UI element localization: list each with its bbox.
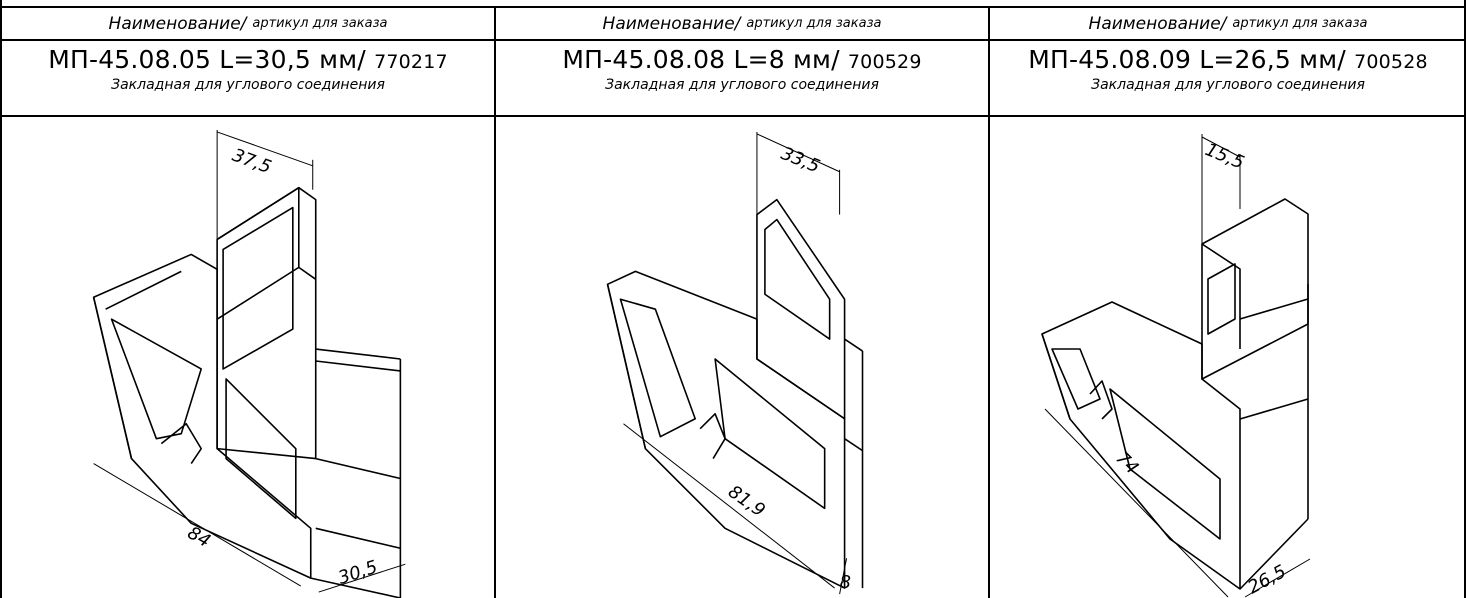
profile-cavity — [222, 206, 294, 370]
header-label: Наименование/ — [108, 13, 247, 34]
dimension-width: 8 — [840, 572, 851, 593]
profile-outline — [1201, 198, 1309, 380]
profile-outline — [606, 270, 846, 589]
product-title-block: МП-45.08.08 L=8 мм/ 700529 Закладная для… — [496, 41, 988, 117]
product-column-2: Наименование/ артикул для заказа МП-45.0… — [496, 8, 990, 598]
profile-rib — [1239, 398, 1309, 420]
profile-cavity — [1051, 348, 1101, 410]
dimension-line — [93, 463, 302, 587]
drawing-svg: 15,5 74 26,5 — [1041, 134, 1311, 598]
profile-edge — [1089, 380, 1113, 420]
top-strip — [2, 0, 1464, 8]
product-title-block: МП-45.08.09 L=26,5 мм/ 700528 Закладная … — [990, 41, 1466, 117]
profile-cavity — [225, 378, 297, 520]
product-column-3: Наименование/ артикул для заказа МП-45.0… — [990, 8, 1466, 598]
profile-rib — [1239, 298, 1309, 320]
drawing-svg: 33,5 81,9 8 — [606, 131, 864, 595]
profile-rib — [315, 527, 401, 550]
profile-edge — [1239, 518, 1309, 590]
profile-outline — [756, 198, 846, 420]
profile-edge — [105, 270, 182, 310]
technical-drawing: 37,5 — [2, 119, 494, 598]
product-code: МП-45.08.08 L=8 мм/ — [562, 45, 840, 74]
header-sublabel: артикул для заказа — [1232, 16, 1368, 31]
profile-edge — [1201, 243, 1241, 349]
dimension-length: 84 — [184, 522, 214, 552]
dimension-line — [216, 131, 313, 167]
profile-rib — [844, 338, 863, 352]
article-number: 700528 — [1354, 51, 1428, 73]
product-title: МП-45.08.05 L=30,5 мм/ 770217 — [2, 41, 494, 74]
dimension-line — [839, 558, 848, 595]
profile-edge — [310, 577, 401, 598]
header-label: Наименование/ — [602, 13, 741, 34]
header-label: Наименование/ — [1088, 13, 1227, 34]
profile-cavity — [764, 218, 831, 340]
profile-rib — [844, 438, 863, 452]
product-title: МП-45.08.08 L=8 мм/ 700529 — [496, 41, 988, 74]
dimension-length: 81,9 — [724, 481, 769, 521]
profile-cavity — [110, 318, 202, 440]
product-title-block: МП-45.08.05 L=30,5 мм/ 770217 Закладная … — [2, 41, 494, 117]
profile-rib — [315, 348, 401, 360]
product-column-1: Наименование/ артикул для заказа МП-45.0… — [2, 8, 496, 598]
product-code: МП-45.08.05 L=30,5 мм/ — [48, 45, 366, 74]
product-description: Закладная для углового соединения — [605, 77, 879, 93]
profile-rib — [315, 457, 401, 480]
article-number: 770217 — [374, 51, 448, 73]
profile-edge — [298, 266, 317, 280]
profile-edge — [1041, 333, 1071, 420]
profile-edge — [92, 297, 133, 459]
column-header: Наименование/ артикул для заказа — [2, 8, 494, 41]
header-sublabel: артикул для заказа — [746, 16, 882, 31]
header-sublabel: артикул для заказа — [252, 16, 388, 31]
article-number: 700529 — [847, 51, 922, 73]
dimension-top: 15,5 — [1202, 139, 1247, 173]
profile-edge — [699, 412, 726, 460]
profile-cavity — [1207, 263, 1236, 335]
product-description: Закладная для углового соединения — [111, 77, 385, 93]
profile-outline — [92, 253, 312, 579]
profile-edge — [606, 284, 647, 449]
profile-outline — [216, 186, 317, 460]
dimension-line — [1201, 136, 1241, 158]
dimension-line — [756, 133, 840, 173]
product-title: МП-45.08.09 L=26,5 мм/ 700528 — [990, 41, 1466, 74]
profile-edge — [216, 186, 300, 320]
dimension-width: 30,5 — [336, 557, 380, 589]
dimension-line — [623, 423, 835, 589]
profile-cavity — [714, 358, 826, 510]
profile-rib — [315, 360, 401, 372]
profile-edge — [160, 422, 202, 465]
dimension-width: 26,5 — [1244, 561, 1289, 598]
column-header: Наименование/ артикул для заказа — [496, 8, 988, 41]
profile-cavity — [619, 298, 696, 438]
dimension-line — [1244, 558, 1311, 598]
profile-outline — [1041, 301, 1241, 590]
product-description: Закладная для углового соединения — [1091, 77, 1365, 93]
technical-drawing: 15,5 74 26,5 — [990, 119, 1466, 598]
product-code: МП-45.08.09 L=26,5 мм/ — [1028, 45, 1346, 74]
dimension-line — [318, 563, 406, 593]
dimension-top: 33,5 — [778, 143, 823, 177]
technical-drawing: 33,5 81,9 8 — [496, 119, 988, 598]
column-header: Наименование/ артикул для заказа — [990, 8, 1466, 41]
profile-cavity — [1109, 388, 1221, 540]
dimension-line — [1044, 408, 1229, 598]
drawing-svg: 37,5 — [92, 129, 406, 598]
